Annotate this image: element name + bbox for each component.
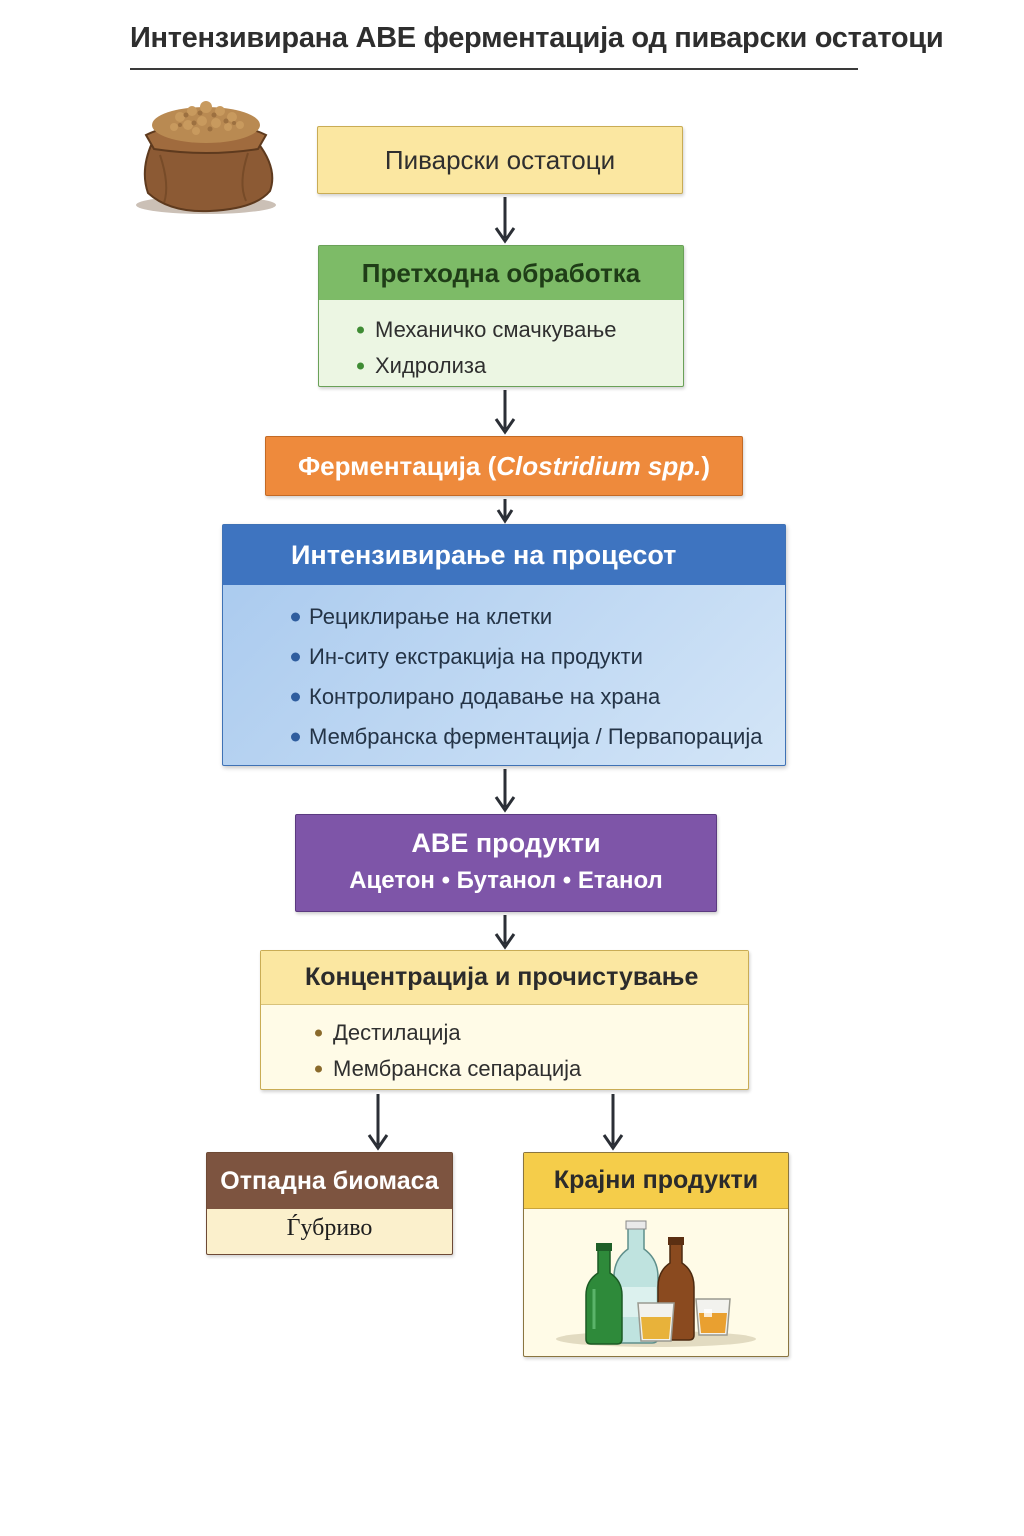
- list-item: Мембранска ферментација / Первапорација: [309, 717, 785, 757]
- intensification-title: Интензивирање на процесот: [223, 525, 785, 585]
- intensification-list: Рециклирање на клетки Ин-ситу екстракциј…: [223, 585, 785, 757]
- raw-material-label: Пиварски остатоци: [384, 144, 616, 175]
- list-item: Хидролиза: [375, 348, 683, 384]
- pretreatment-title: Претходна обработка: [319, 246, 683, 300]
- list-item: Рециклирање на клетки: [309, 597, 785, 637]
- abe-products-subtitle: Ацетон • Бутанол • Етанол: [349, 867, 663, 894]
- end-products-box: Крајни продукти: [523, 1152, 789, 1357]
- pretreatment-box: Претходна обработка Механичко смачкување…: [318, 245, 684, 387]
- abe-products-title: ABE продукти: [411, 828, 601, 858]
- fermentation-label-prefix: Ферментација (: [297, 450, 497, 481]
- raw-material-box: Пиварски остатоци: [317, 126, 683, 194]
- waste-biomass-subtitle: Ѓубриво: [286, 1215, 373, 1241]
- list-item: Ин-ситу екстракција на продукти: [309, 637, 785, 677]
- list-item: Дестилација: [333, 1015, 748, 1051]
- waste-biomass-box: Отпадна биомаса Ѓубриво: [206, 1152, 453, 1255]
- list-item: Механичко смачкување: [375, 312, 683, 348]
- fermentation-box: Ферментација (Clostridium spp.): [265, 436, 743, 496]
- grain-sack-icon: [136, 101, 276, 214]
- concentration-list: Дестилација Мембранска сепарација: [261, 1005, 748, 1087]
- fermentation-organism: Clostridium spp.: [496, 450, 702, 481]
- concentration-box: Концентрација и прочистување Дестилација…: [260, 950, 749, 1090]
- end-products-title: Крајни продукти: [524, 1153, 788, 1209]
- list-item: Мембранска сепарација: [333, 1051, 748, 1087]
- waste-biomass-title: Отпадна биомаса: [207, 1153, 452, 1209]
- intensification-box: Интензивирање на процесот Рециклирање на…: [222, 524, 786, 766]
- abe-products-box: ABE продукти Ацетон • Бутанол • Етанол: [295, 814, 717, 912]
- list-item: Контролирано додавање на храна: [309, 677, 785, 717]
- diagram-title: Интензивирана ABE ферментација од пиварс…: [130, 22, 944, 54]
- fermentation-label-suffix: ): [701, 450, 711, 481]
- title-divider: [130, 68, 858, 70]
- pretreatment-list: Механичко смачкување Хидролиза: [319, 300, 683, 384]
- bottles-icon: [556, 1220, 756, 1347]
- concentration-title: Концентрација и прочистување: [261, 951, 748, 1005]
- fermentation-label: Ферментација (Clostridium spp.): [266, 437, 742, 495]
